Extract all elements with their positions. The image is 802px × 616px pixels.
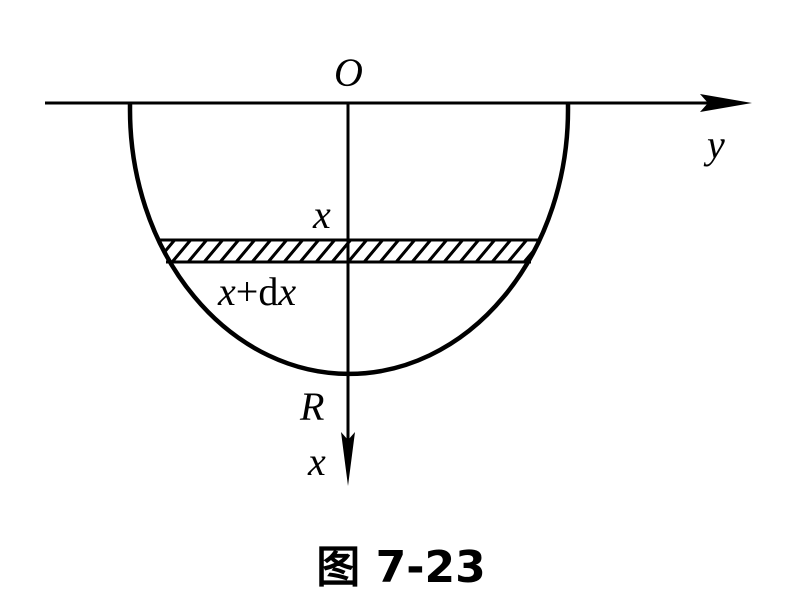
hatched-strip	[130, 238, 568, 264]
radius-label: R	[299, 384, 324, 429]
y-axis	[45, 94, 752, 112]
strip-bottom-label: x+dx	[217, 269, 296, 314]
x-axis-label: x	[307, 439, 326, 484]
figure-caption: 图 7-23	[316, 542, 485, 593]
strip-top-label: x	[312, 192, 331, 237]
origin-label: O	[334, 50, 363, 95]
x-axis	[341, 103, 355, 486]
y-axis-label: y	[703, 122, 725, 167]
